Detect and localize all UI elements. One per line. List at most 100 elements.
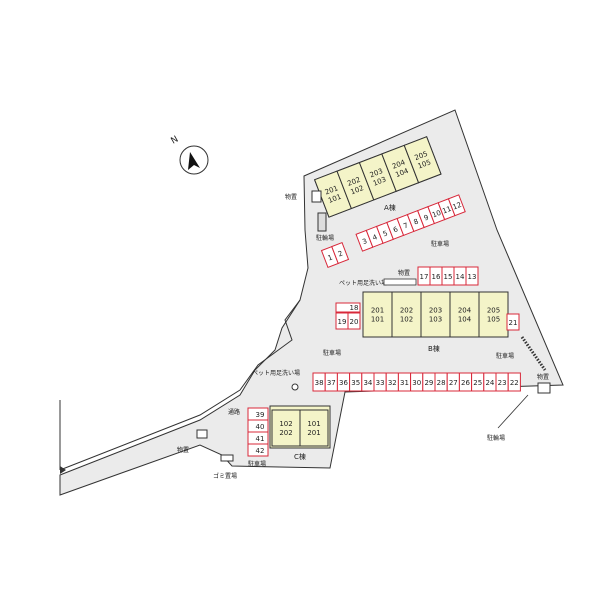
north-arrow-icon (188, 152, 200, 170)
storage-c-label: 物置 (177, 446, 189, 454)
building-a-unit (403, 136, 442, 184)
bike-east-rack (520, 336, 547, 371)
parking-bottom-stall-number: 34 (363, 379, 372, 387)
parking-c-stall-number: 42 (256, 447, 265, 455)
building-c-label: C棟 (294, 452, 306, 461)
parking-c-stall-number: 39 (256, 411, 265, 419)
parking-a3-stall-number: 13 (468, 273, 477, 281)
parking-a2-stall-number: 6 (392, 225, 400, 234)
building-b-unit-lower: 104 (458, 316, 472, 324)
building-b-unit-lower: 105 (487, 316, 500, 324)
parking-a3-stall-number: 14 (456, 273, 465, 281)
bike-a-area (317, 212, 327, 232)
parking-a2-stall-number: 9 (423, 213, 430, 222)
parking-a2-stall-number: 12 (452, 201, 463, 212)
petwash-c-marker (291, 383, 299, 391)
parking-a1-stall-number: 1 (327, 253, 334, 262)
parking-a2-stall (447, 194, 466, 217)
passage-label: 通路 (228, 408, 240, 416)
parking-bottom-stall-number: 35 (351, 379, 360, 387)
entrance-arrow-icon (60, 466, 66, 474)
parking-a-label: 駐車場 (431, 240, 449, 248)
building-b-unit-upper: 203 (429, 307, 442, 315)
parking-a1-stall (331, 242, 350, 265)
storage-a (311, 190, 322, 203)
parking-a3-stall-number: 16 (432, 273, 441, 281)
parking-bottom-stall-number: 38 (315, 379, 324, 387)
parking-side-b-stall (347, 312, 361, 330)
building-b-unit (478, 291, 509, 338)
parking-side-b-stall (335, 302, 361, 313)
parking-a3-stall-number: 15 (444, 273, 453, 281)
building-b-unit (362, 291, 393, 338)
parking-c-stall (247, 443, 269, 457)
building-b-unit-upper: 205 (487, 307, 500, 315)
parking-a1-stall-number: 2 (337, 249, 344, 258)
garbage-label: ゴミ置場 (213, 472, 237, 480)
building-b-unit (391, 291, 422, 338)
parking-bottom-stall-number: 32 (388, 379, 397, 387)
parking-bottom-stall-number: 25 (473, 379, 482, 387)
parking-a2-stall-number: 7 (402, 221, 409, 230)
parking-c-label: 駐車場 (248, 460, 266, 468)
parking-side-b-stall-number: 19 (338, 318, 347, 326)
parking-a2-stall-number: 8 (413, 217, 420, 226)
building-c-unit-upper: 101 (307, 420, 320, 428)
building-b-unit (449, 291, 480, 338)
road-edge-upper (59, 299, 301, 471)
parking-c-stall-number: 40 (256, 423, 265, 431)
building-b-unit-lower: 103 (429, 316, 442, 324)
parking-bottom-stall-number: 33 (376, 379, 385, 387)
north-label: N (170, 135, 181, 147)
parking-bottom-stall-number: 29 (424, 379, 433, 387)
parking-bottom-stall-number: 22 (510, 379, 519, 387)
parking-side-b-stall-number: 18 (350, 304, 359, 312)
parking-bottom-stall-number: 24 (485, 379, 494, 387)
building-c-unit-upper: 102 (279, 420, 292, 428)
building-c-unit-lower: 202 (279, 429, 292, 437)
building-b-label: B棟 (428, 344, 440, 353)
building-b-unit-lower: 102 (400, 316, 413, 324)
parking-bottom-stall-number: 26 (461, 379, 470, 387)
parking-side-b-stall-number: 20 (350, 318, 359, 326)
storage-east (537, 382, 551, 394)
parking-bottom-stall-number: 27 (449, 379, 458, 387)
parking-a2-stall-number: 11 (441, 205, 452, 216)
parking-a3-stall-number: 17 (420, 273, 429, 281)
storage-c (196, 429, 208, 439)
building-c-unit (299, 409, 329, 447)
building-b-unit-lower: 101 (371, 316, 384, 324)
parking-a2-stall-number: 5 (382, 229, 389, 238)
parking-b-east: 21 (506, 313, 520, 331)
bike-east-label: 駐輪場 (487, 434, 505, 442)
parking-bottom-stall-number: 36 (339, 379, 348, 387)
north-arrow: N (170, 135, 209, 175)
building-b-unit-upper: 201 (371, 307, 384, 315)
parking-b-right-label: 駐車場 (496, 352, 514, 360)
building-b-unit-upper: 202 (400, 307, 413, 315)
building-b-unit-upper: 204 (458, 307, 472, 315)
parking-bottom-stall-number: 30 (412, 379, 421, 387)
storage-b-label: 物置 (398, 269, 410, 277)
building-b-unit (420, 291, 451, 338)
parking-bottom-stall-number: 28 (437, 379, 446, 387)
petwash-c-label: ペット用足洗い場 (252, 369, 300, 377)
storage-east-label: 物置 (537, 373, 549, 381)
svg-text:21: 21 (509, 319, 518, 327)
parking-b-left-label: 駐車場 (323, 349, 341, 357)
parking-bottom-stall-number: 37 (327, 379, 336, 387)
petwash-b-label: ペット用足洗い場 (339, 279, 387, 287)
storage-a-label: 物置 (285, 193, 297, 201)
parking-a2-stall-number: 10 (431, 209, 442, 220)
garbage-area (220, 454, 234, 462)
bike-a-label: 駐輪場 (316, 234, 334, 242)
petwash-b-area (383, 278, 417, 286)
